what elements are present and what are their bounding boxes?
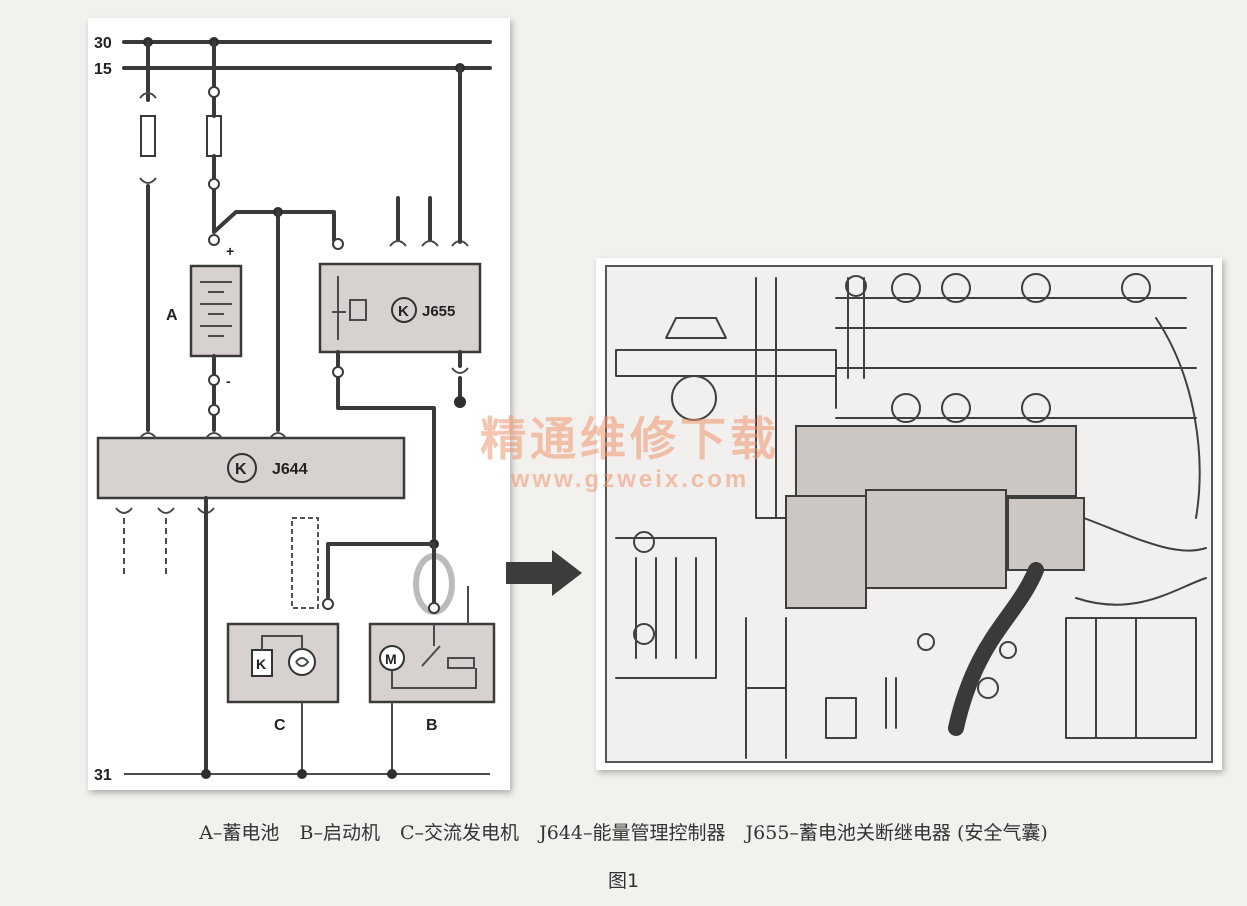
alternator-wave-icon [295, 657, 310, 667]
component-housing [795, 425, 1077, 497]
terminal [332, 238, 344, 250]
alternator-generator-icon [288, 648, 316, 676]
bolt-circle [977, 677, 999, 699]
figure-caption: A–蓄电池 B–启动机 C–交流发电机 J644–能量管理控制器 J655–蓄电… [0, 818, 1247, 845]
bolt-circle [891, 273, 921, 303]
junction-node [201, 769, 211, 779]
wire-alternator [326, 542, 436, 600]
stud-line [847, 277, 865, 379]
alternator-symbol: K [256, 656, 266, 672]
hose-line [1155, 317, 1201, 519]
rail-15-label: 15 [94, 61, 112, 78]
bracket-line [615, 349, 837, 409]
junction-node [387, 769, 397, 779]
bolt-circle [633, 623, 655, 645]
caption-item-a: A–蓄电池 [199, 822, 280, 844]
j655-relay-box [318, 262, 482, 354]
controller-label: J644 [272, 461, 308, 478]
connector-arc [139, 177, 157, 184]
caption-item-b: B–启动机 [299, 822, 380, 844]
terminal [208, 178, 220, 190]
bolt-circle [941, 273, 971, 303]
terminal [322, 598, 334, 610]
terminal [332, 366, 344, 378]
wiring-schematic: 30 15 31 + A - [94, 35, 496, 784]
controller-k-circle-icon [227, 453, 257, 483]
starter-label: B [426, 717, 438, 734]
alternator-link-dashed [291, 517, 319, 609]
junction-node [297, 769, 307, 779]
caption-item-j644: J644–能量管理控制器 [539, 822, 726, 844]
bolt-circle [891, 393, 921, 423]
bolt-circle [999, 641, 1017, 659]
bolt-circle [917, 633, 935, 651]
j644-controller-box [96, 436, 406, 500]
caption-item-j655: J655–蓄电池关断继电器 (安全气囊) [745, 822, 1048, 844]
connector-arc [451, 367, 469, 374]
alternator-internal-wire [261, 635, 303, 650]
fuse-symbol [206, 115, 222, 157]
fuse-symbol [140, 115, 156, 157]
component-body [865, 489, 1007, 589]
relay-input-wires [396, 196, 432, 242]
component-side [785, 495, 867, 609]
starter-internal-wire [391, 668, 477, 689]
engine-bay-illustration [605, 265, 1213, 763]
junction-node [454, 396, 466, 408]
bolt-circle [941, 393, 971, 423]
battery-a-box [189, 264, 243, 358]
wiring-harness-cable [948, 562, 1044, 736]
vertical-pipe [755, 277, 787, 519]
wire-relay-to-starter [336, 350, 436, 540]
engine-block-detail [1065, 617, 1197, 739]
connector-arc [139, 92, 157, 99]
arrow-right-icon [506, 550, 582, 596]
cable-line [1075, 517, 1207, 606]
bolt-circle [1021, 393, 1051, 423]
terminal [208, 234, 220, 246]
alternator-label: C [274, 717, 286, 734]
terminal [208, 404, 220, 416]
fastener-lines [825, 677, 897, 739]
wire-battery-plus [212, 188, 336, 234]
relay-coil-icon [332, 276, 367, 340]
controller-symbol: K [235, 461, 247, 478]
sensor-cap [671, 375, 717, 421]
starter-solenoid-icon [421, 586, 475, 669]
battery-cells-icon [200, 281, 232, 337]
battery-plus-label: + [226, 243, 234, 259]
connector-arc [139, 432, 287, 439]
battery-minus-label: - [226, 373, 231, 389]
bolt-circle [633, 531, 655, 553]
relay-k-circle-icon [391, 297, 417, 323]
terminal [428, 602, 440, 614]
bolt-circle [845, 275, 867, 297]
rail-30-label: 30 [94, 35, 112, 52]
radiator-fins [615, 537, 717, 679]
bolt-head [665, 317, 727, 339]
figure-number: 图1 [607, 870, 640, 892]
connector-arc [389, 240, 469, 247]
relay-symbol: K [398, 303, 409, 320]
bolt-circle [1121, 273, 1151, 303]
starter-symbol: M [385, 651, 397, 667]
caption-item-c: C–交流发电机 [400, 822, 520, 844]
bolt-circle [1021, 273, 1051, 303]
connector-arc [115, 507, 215, 514]
battery-label: A [166, 307, 178, 324]
connector-plug [1007, 497, 1085, 571]
dashed-wires [123, 518, 167, 578]
lower-bracket [745, 617, 787, 759]
terminal [208, 86, 220, 98]
terminal [208, 374, 220, 386]
engine-bay-illustration-panel [596, 258, 1222, 770]
wiring-schematic-panel: 30 15 31 + A - [88, 18, 510, 790]
relay-label: J655 [422, 303, 455, 320]
rail-31-label: 31 [94, 767, 112, 784]
engine-frame-lines [835, 297, 1197, 419]
